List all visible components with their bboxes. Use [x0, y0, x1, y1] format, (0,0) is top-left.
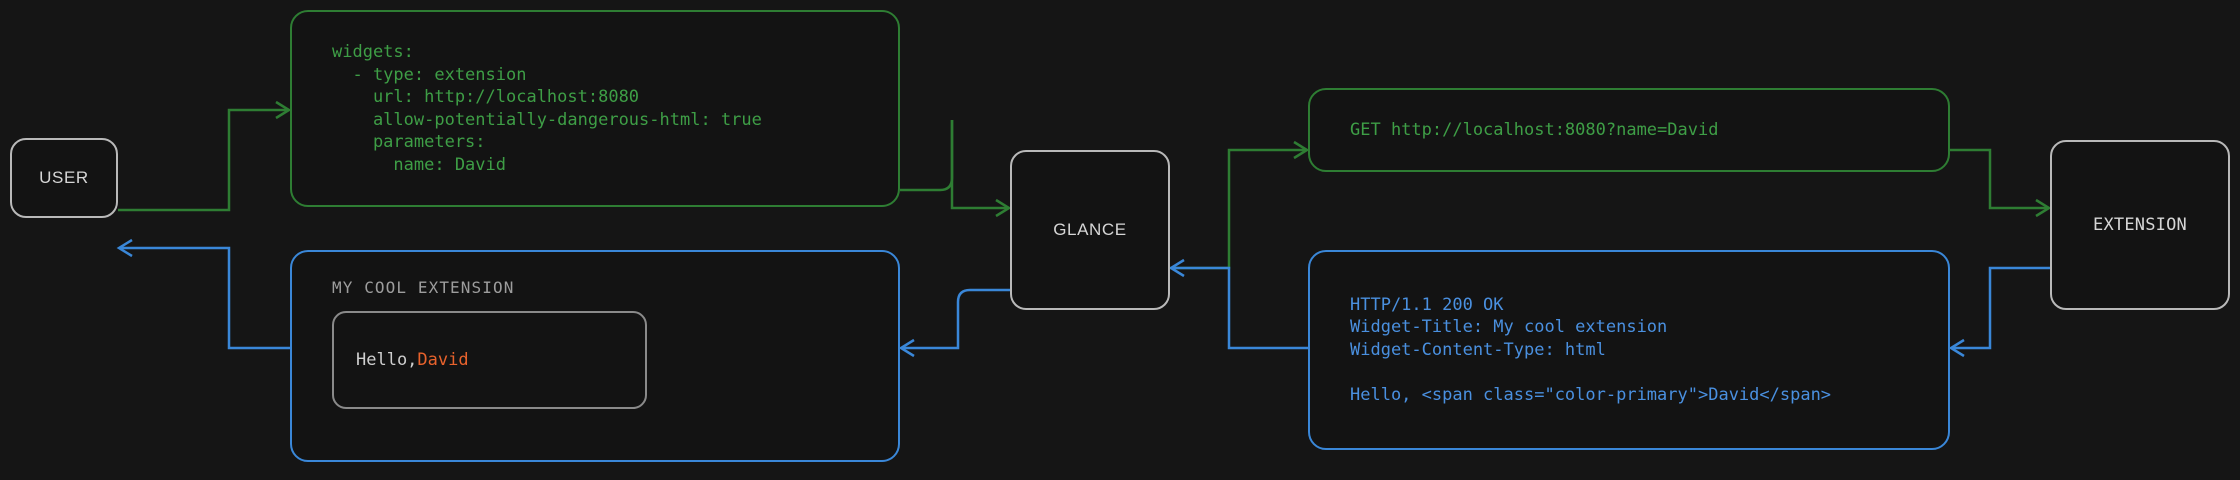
node-glance[interactable]: GLANCE [1010, 150, 1170, 310]
card-http-response: HTTP/1.1 200 OK Widget-Title: My cool ex… [1308, 250, 1950, 450]
wire-request-to-extension [1950, 148, 2048, 210]
widget-greeting-text: Hello, [356, 350, 418, 370]
card-rendered-widget: MY COOL EXTENSION Hello, David [290, 250, 900, 462]
http-response-text: HTTP/1.1 200 OK Widget-Title: My cool ex… [1350, 294, 1832, 405]
arrowhead-extension-in [2035, 198, 2052, 218]
wire-glance-to-request [1170, 148, 1306, 270]
wire-user-to-config [118, 108, 288, 212]
arrowhead-widget-in [898, 338, 915, 358]
arrowhead-config-in [275, 100, 292, 120]
card-yaml-config: widgets: - type: extension url: http://l… [290, 10, 900, 207]
wire-config-down-glance [950, 120, 1008, 210]
rendered-widget-body: Hello, David [332, 311, 647, 409]
arrowhead-glance-in [995, 198, 1012, 218]
wire-extension-to-response [1952, 266, 2050, 350]
widget-greeting-name: David [417, 350, 469, 370]
node-extension[interactable]: EXTENSION [2050, 140, 2230, 310]
node-extension-label: EXTENSION [2093, 215, 2187, 235]
arrowhead-user-return [116, 238, 133, 258]
rendered-widget-title: MY COOL EXTENSION [332, 278, 515, 297]
wire-glance-to-widget [902, 288, 1010, 350]
node-user-label: USER [39, 168, 89, 187]
arrowhead-request-in [1293, 140, 1310, 160]
wire-config-to-glance [900, 120, 954, 192]
card-http-request: GET http://localhost:8080?name=David [1308, 88, 1950, 172]
yaml-config-text: widgets: - type: extension url: http://l… [332, 42, 762, 175]
wire-response-to-glance [1172, 266, 1308, 350]
node-glance-label: GLANCE [1053, 220, 1127, 239]
http-request-text: GET http://localhost:8080?name=David [1350, 119, 1719, 140]
wire-widget-to-user [120, 246, 290, 350]
arrowhead-response-in [1948, 338, 1965, 358]
arrowhead-glance-return [1168, 258, 1185, 278]
node-user[interactable]: USER [10, 138, 118, 218]
